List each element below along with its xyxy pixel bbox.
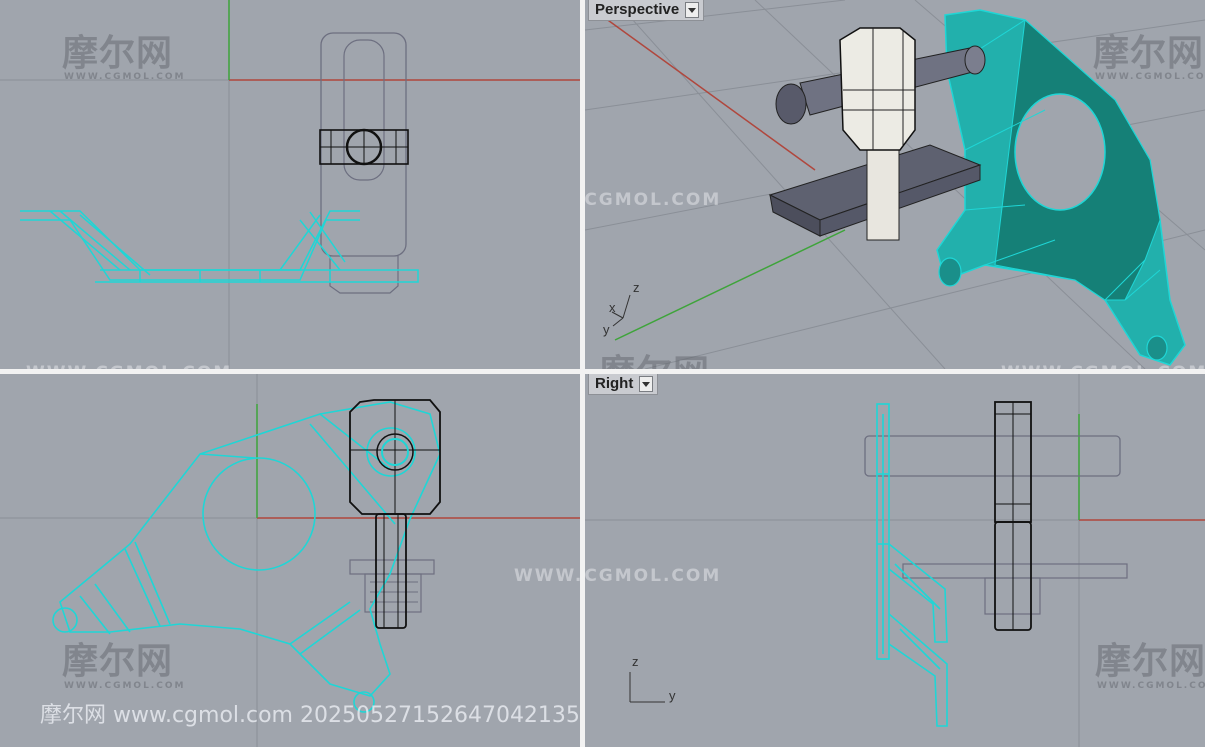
viewport-label-right[interactable]: Right bbox=[588, 374, 659, 395]
viewport-front-canvas[interactable] bbox=[0, 374, 580, 747]
axis-label-z: z bbox=[632, 654, 639, 669]
axis-label-x: x bbox=[609, 300, 616, 315]
axis-label-z: z bbox=[633, 280, 640, 295]
viewport-perspective-canvas[interactable] bbox=[585, 0, 1205, 369]
viewport-right-canvas[interactable] bbox=[585, 374, 1205, 747]
viewport-top[interactable]: 摩尔网 WWW.CGMOL.COM WWW.CGMOL.COM bbox=[0, 0, 580, 369]
axis-label-y: y bbox=[669, 688, 676, 703]
watermark-stamp: 摩尔网 www.cgmol.com 20250527152647042135 bbox=[40, 703, 580, 728]
y-axis-line bbox=[614, 229, 846, 341]
viewport-right[interactable]: Right z y 摩尔网 WWW.CGMOL.COM WWW.CGMOL.CO… bbox=[585, 374, 1205, 747]
viewport-label-perspective[interactable]: Perspective bbox=[588, 0, 705, 21]
axis-label-y: y bbox=[603, 322, 610, 337]
x-axis-line bbox=[604, 17, 816, 171]
chevron-down-icon[interactable] bbox=[639, 376, 654, 392]
viewport-front[interactable]: 摩尔网 WWW.CGMOL.COM WWW.CGMOL.COM bbox=[0, 374, 580, 747]
selected-bracket-front[interactable] bbox=[52, 401, 441, 713]
chevron-down-icon[interactable] bbox=[685, 2, 700, 18]
selected-bracket-3d[interactable] bbox=[936, 9, 1186, 366]
viewport-perspective[interactable]: Perspective z x y 摩尔网 WWW.CGMOL.COM WWW.… bbox=[585, 0, 1205, 369]
viewport-top-canvas[interactable] bbox=[0, 0, 580, 369]
viewport-label-text: Right bbox=[595, 375, 634, 392]
selected-bracket-top[interactable] bbox=[20, 210, 419, 283]
selected-bracket-right[interactable] bbox=[876, 403, 948, 727]
viewport-label-text: Perspective bbox=[595, 1, 680, 18]
